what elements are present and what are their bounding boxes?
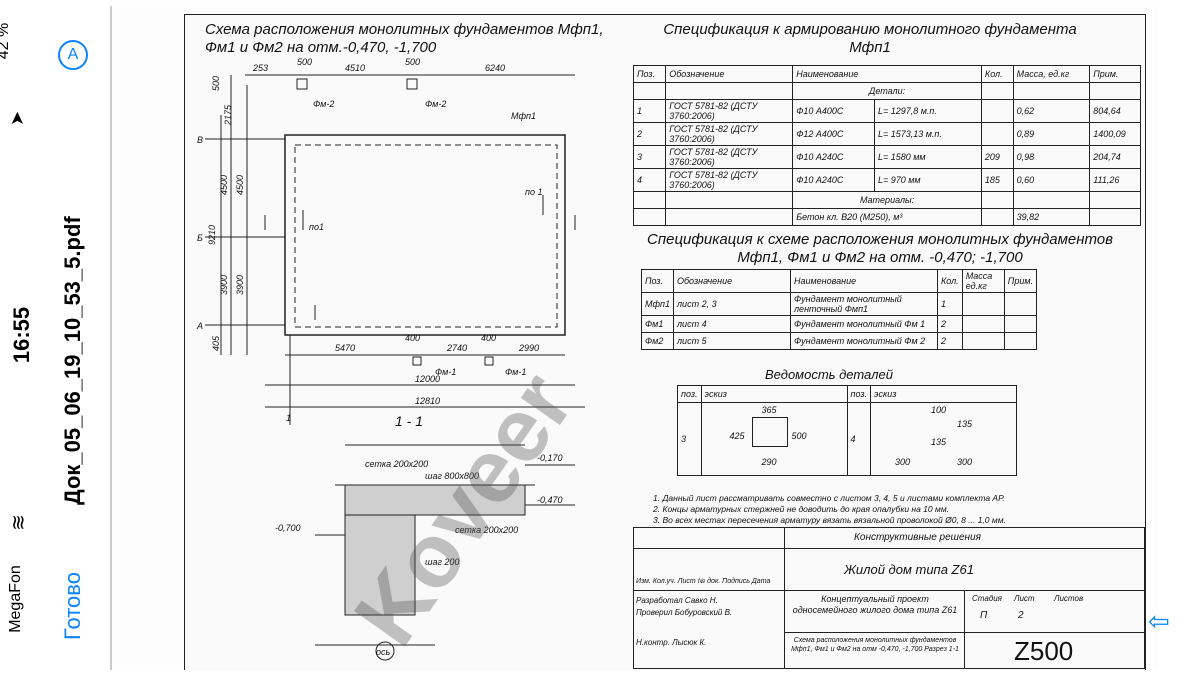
stamp-col-heads: Изм. Кол.уч. Лист № док. Подпись Дата xyxy=(636,578,771,585)
dim-total-1: 12000 xyxy=(415,374,440,384)
drawing-sheet: Схема расположения монолитных фундаменто… xyxy=(184,14,1146,670)
markup-icon[interactable]: A xyxy=(58,40,88,70)
dim-bottom-1: 400 xyxy=(405,333,420,343)
share-icon[interactable]: ⇦ xyxy=(1148,606,1170,636)
level-0470: -0,470 xyxy=(537,495,563,505)
stamp-object: Жилой дом типа Z61 xyxy=(844,562,974,577)
dim-top-0: 253 xyxy=(252,63,268,73)
dim-top-3: 500 xyxy=(405,57,420,67)
mark-fm1-a: Фм-1 xyxy=(435,367,456,377)
mark-fm2-a: Фм-2 xyxy=(313,99,334,109)
spec1-table: Поз. Обозначение Наименование Кол. Масса… xyxy=(632,65,1141,226)
dim-left-4500b: 4500 xyxy=(235,175,245,195)
label-mesh-bottom: сетка 200x200 xyxy=(455,525,518,535)
status-time: 16:55 xyxy=(9,306,35,364)
stamp-sheet-title: Схема расположения монолитных фундаменто… xyxy=(791,637,959,653)
dim-left-9210: 9210 xyxy=(207,225,217,245)
mark-po1-left: по1 xyxy=(309,222,324,232)
axis-a: А xyxy=(196,321,203,331)
pdf-page[interactable]: Схема расположения монолитных фундаменто… xyxy=(110,6,1158,670)
section-drawing: -0,170 -0,470 -0,700 сетка 200x200 шаг 8… xyxy=(275,444,575,661)
plan-title: Схема расположения монолитных фундаменто… xyxy=(205,21,604,56)
label-axis: ось xyxy=(376,647,391,657)
dim-left-405: 405 xyxy=(211,335,221,351)
mark-po1-right: по 1 xyxy=(525,187,542,197)
axis-1: 1 xyxy=(286,413,291,423)
mark-mfp1: Мфп1 xyxy=(511,111,536,121)
spec1-head-desig: Обозначение xyxy=(665,65,794,83)
label-step-800: шаг 800x800 xyxy=(425,471,479,481)
file-title: Док_05_06_19_10_53_5.pdf xyxy=(60,216,85,505)
stamp-project: Концептуальный проект односемейного жило… xyxy=(792,594,958,615)
done-button[interactable]: Готово xyxy=(60,572,85,640)
details-title: Ведомость деталей xyxy=(765,367,893,382)
dim-total-2: 12810 xyxy=(415,396,440,406)
notes: 1. Данный лист рассматривать совместно с… xyxy=(653,493,1006,525)
spec1-head-name: Наименование xyxy=(792,65,982,83)
mark-fm2-b: Фм-2 xyxy=(425,99,446,109)
spec1-head-mass: Масса, ед.кг xyxy=(1012,65,1091,83)
dim-bottom-2: 2740 xyxy=(446,343,467,353)
stamp-code: Z500 xyxy=(1014,636,1074,666)
spec1-title: Спецификация к армированию монолитного ф… xyxy=(663,21,1077,56)
spec1-head-pos: Поз. xyxy=(632,65,667,83)
foundation-plan: 253 500 4510 500 6240 Фм-2 Фм-2 Мфп1 по … xyxy=(196,57,585,425)
level-0700: -0,700 xyxy=(275,523,301,533)
status-bar: 42 % ➤ 16:55 ≋ MegaFon xyxy=(0,0,100,675)
dim-bottom-3: 400 xyxy=(481,333,496,343)
dim-left-2175: 2175 xyxy=(223,104,233,126)
spec1-group-details: Детали: xyxy=(792,82,982,100)
spec2-table: Поз. Обозначение Наименование Кол. Масса… xyxy=(641,269,1038,350)
axis-v: В xyxy=(197,135,203,145)
dim-left-3900b: 3900 xyxy=(235,275,245,295)
label-step-200: шаг 200 xyxy=(425,557,459,567)
mark-fm1-b: Фм-1 xyxy=(505,367,526,377)
label-mesh-top: сетка 200x200 xyxy=(365,459,428,469)
dim-bottom-0: 5470 xyxy=(335,343,355,353)
dim-top-1: 500 xyxy=(297,57,312,67)
stamp-kind: Конструктивные решения xyxy=(854,532,981,543)
spec1-head-qty: Кол. xyxy=(980,65,1014,83)
dim-top-4: 6240 xyxy=(485,63,505,73)
battery-indicator: 42 % xyxy=(0,23,13,60)
dim-left-3900: 3900 xyxy=(219,275,229,295)
spec1-head-note: Прим. xyxy=(1089,65,1141,83)
spec2-title: Спецификация к схеме расположения моноли… xyxy=(647,231,1113,266)
dim-left-4500a: 4500 xyxy=(219,175,229,195)
spec1-group-materials: Материалы: xyxy=(792,191,982,209)
wifi-icon: ≋ xyxy=(7,514,30,531)
section-title: 1 - 1 xyxy=(395,413,424,429)
location-arrow-icon: ➤ xyxy=(7,110,28,127)
carrier-label: MegaFon xyxy=(6,565,24,633)
dim-bottom-4: 2990 xyxy=(518,343,539,353)
dim-left-500: 500 xyxy=(211,76,221,91)
title-block: Конструктивные решения Жилой дом типа Z6… xyxy=(633,527,1145,669)
axis-b: Б xyxy=(197,233,203,243)
level-0170: -0,170 xyxy=(537,453,563,463)
dim-top-2: 4510 xyxy=(345,63,365,73)
